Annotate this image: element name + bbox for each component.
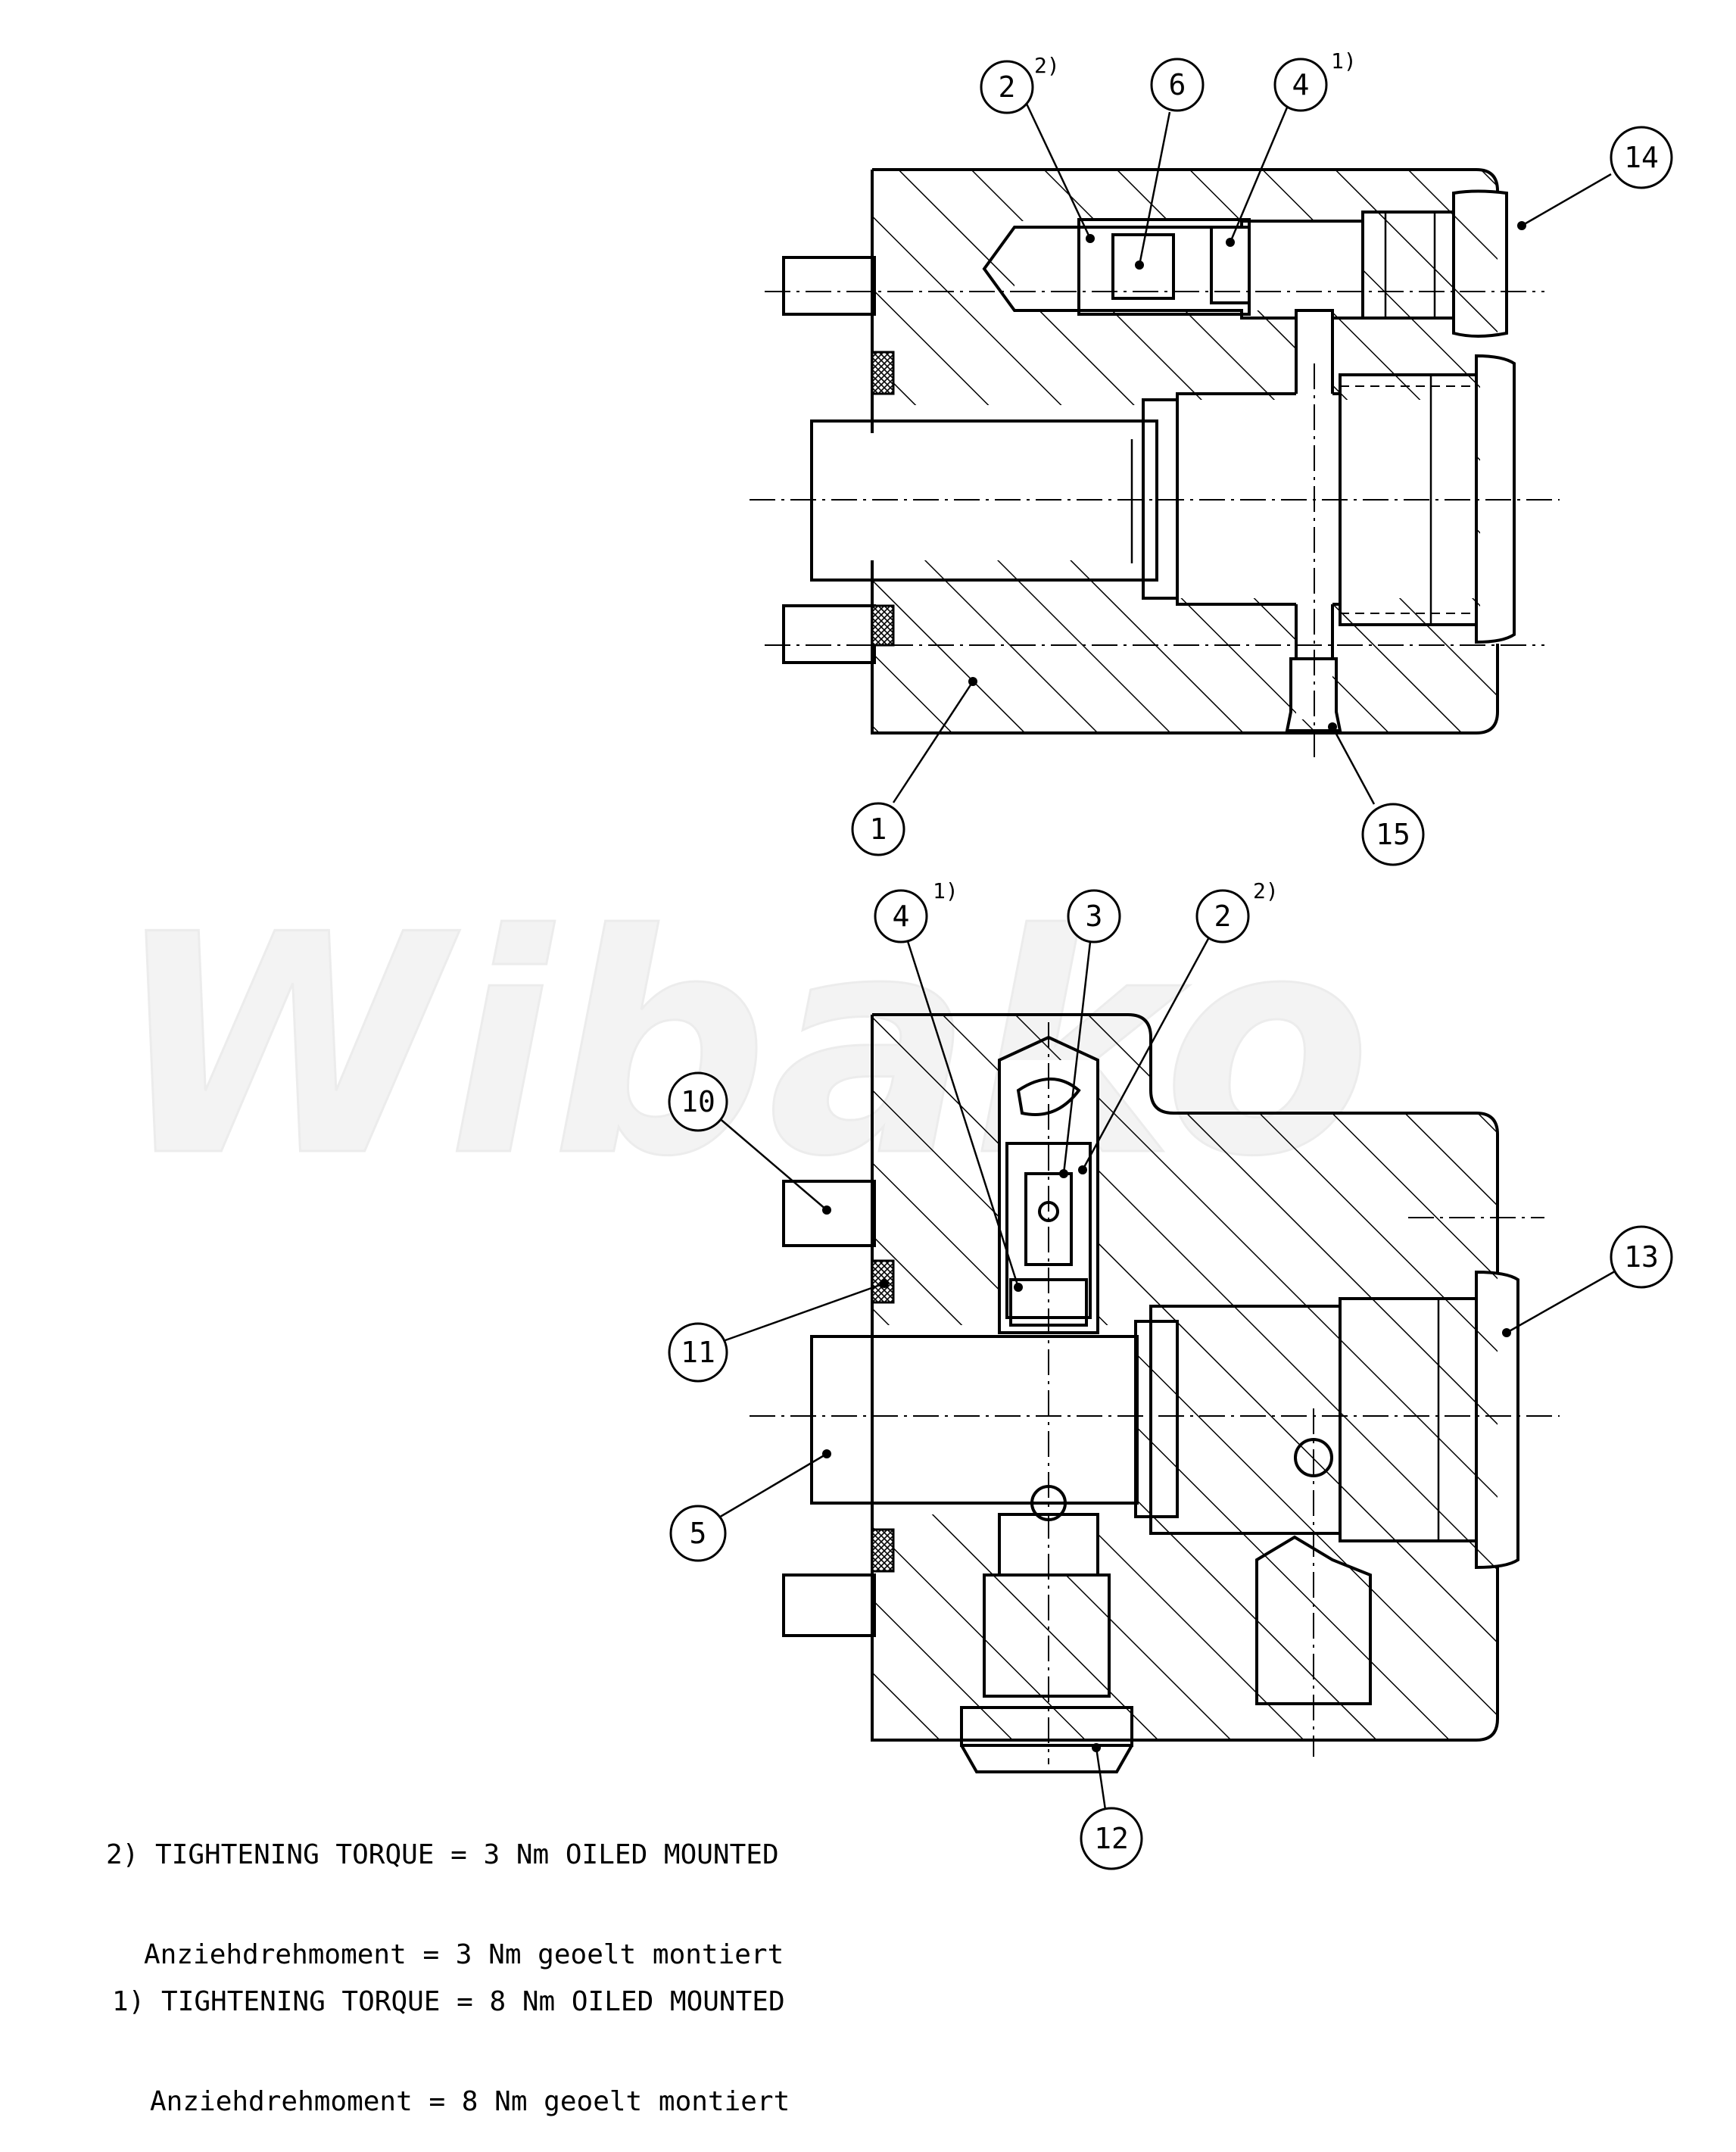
callouts: 2 2) 6 4 1) 14 1 15 4 1) 3 2 2) 10 xyxy=(668,48,1673,1870)
superscript-note2: 2) xyxy=(1253,878,1279,903)
balloon-bot-12 xyxy=(1080,1807,1143,1870)
balloon-label: 5 xyxy=(690,1517,707,1550)
valve-bore-bottom xyxy=(998,1035,1099,1334)
pin-upper-top xyxy=(782,256,876,316)
shaft-collar-bottom xyxy=(1134,1320,1179,1518)
plug-cap-13-bottom xyxy=(1475,1270,1519,1570)
balloon-label: 6 xyxy=(1169,68,1186,101)
superscript-note2: 2) xyxy=(1034,53,1060,78)
plug-15 xyxy=(1285,657,1342,732)
valve-seat-4-top xyxy=(1210,226,1251,304)
balloon-top-15 xyxy=(1361,803,1425,866)
pin-lower-bottom xyxy=(782,1573,876,1637)
superscript-note1: 1) xyxy=(933,878,958,903)
balloon-label: 15 xyxy=(1376,818,1410,851)
balloon-bot-3 xyxy=(1067,889,1121,943)
assembly-drawing: Wibako xyxy=(113,48,1673,1870)
balloon-bot-5 xyxy=(669,1505,727,1562)
plug-cap-top xyxy=(1475,354,1516,644)
balloon-label: 3 xyxy=(1086,900,1103,933)
watermark: Wibako xyxy=(113,870,1373,1224)
balloon-bot-2 xyxy=(1195,889,1250,943)
balloon-label: 10 xyxy=(681,1085,715,1118)
seal-lower-bottom xyxy=(871,1528,895,1573)
housing-outline-bottom xyxy=(871,1013,1499,1742)
balloon-label: 12 xyxy=(1094,1822,1129,1855)
balloon-top-1 xyxy=(851,802,905,856)
note-2-line-1: 2) TIGHTENING TORQUE = 3 Nm OILED MOUNTE… xyxy=(106,1839,779,1870)
note-2: 2) TIGHTENING TORQUE = 3 Nm OILED MOUNTE… xyxy=(106,1772,784,2005)
plug-12-bottom xyxy=(960,1706,1133,1747)
pin-10 xyxy=(782,1180,876,1247)
seal-lower-top xyxy=(871,604,895,647)
balloon-label: 4 xyxy=(893,900,910,933)
balloon-bot-4 xyxy=(874,889,928,943)
balloon-bot-11 xyxy=(668,1322,728,1383)
plug-cap-14-top xyxy=(1452,189,1508,338)
balloon-top-14 xyxy=(1610,126,1673,189)
balloon-bot-10 xyxy=(668,1071,728,1132)
note-1: 1) TIGHTENING TORQUE = 8 Nm OILED MOUNTE… xyxy=(112,1919,790,2152)
shaft-5 xyxy=(810,1335,1139,1505)
balloon-label: 11 xyxy=(681,1336,715,1369)
balloon-top-2 xyxy=(980,60,1034,114)
seal-upper-top xyxy=(871,351,895,395)
top-section-view xyxy=(750,168,1560,757)
bottom-section-view xyxy=(750,1013,1560,1773)
top-bore xyxy=(982,220,1364,320)
superscript-note1: 1) xyxy=(1331,48,1357,73)
watermark-text: Wibako xyxy=(114,871,1371,1223)
balloon-label: 13 xyxy=(1624,1240,1659,1274)
balloon-top-6 xyxy=(1150,58,1205,112)
balloon-label: 14 xyxy=(1624,141,1659,174)
balloon-label: 4 xyxy=(1292,68,1310,101)
balloon-bot-13 xyxy=(1610,1225,1673,1289)
valve-insert-6-top xyxy=(1111,233,1175,300)
pin-lower-top xyxy=(782,604,876,664)
balloon-label: 2 xyxy=(999,70,1016,104)
valve-insert-3-bottom xyxy=(1024,1172,1073,1266)
balloon-label: 1 xyxy=(870,812,887,846)
note-2-line-2: Anziehdrehmoment = 3 Nm geoelt montiert xyxy=(144,1939,784,1970)
balloon-label: 2 xyxy=(1214,900,1232,933)
balloon-top-4 xyxy=(1273,58,1328,112)
port-lower-right xyxy=(1255,1535,1372,1705)
note-1-line-1: 1) TIGHTENING TORQUE = 8 Nm OILED MOUNTE… xyxy=(112,1986,785,2017)
